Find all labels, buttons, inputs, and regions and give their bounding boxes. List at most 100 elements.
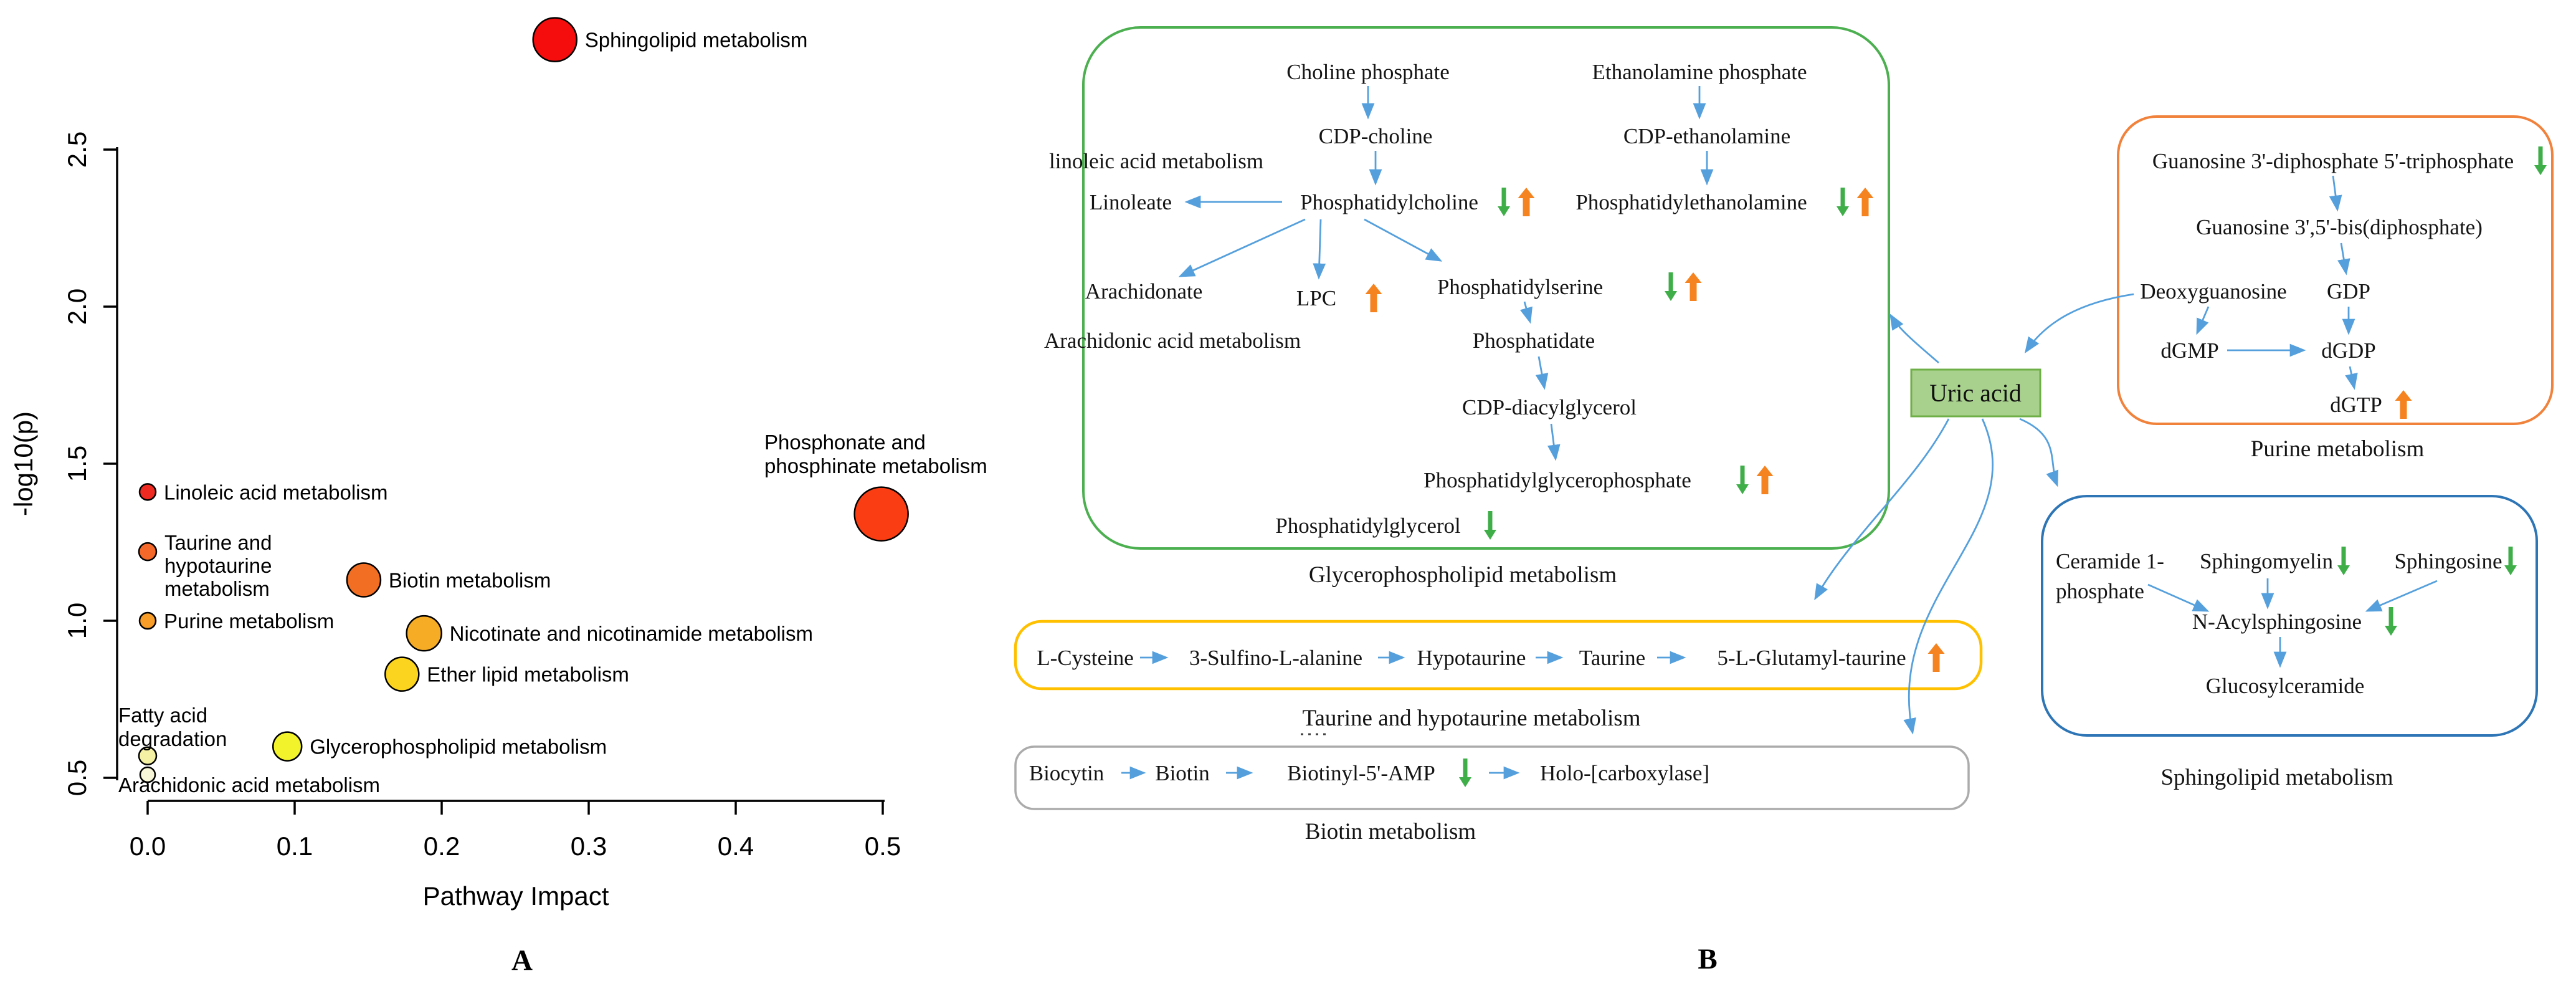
node-hypotaurine: Hypotaurine (1417, 646, 1526, 670)
bubble-glycerophospholipid-metabolism (272, 731, 303, 762)
biotin-box (1014, 745, 1970, 810)
uric-to-glycerophospholipid-arrow (1889, 313, 1939, 364)
node-gdt: Guanosine 3'-diphosphate 5'-triphosphate (2152, 149, 2514, 173)
bubble-label-taurine-and-hypotaurine-metabolism: Taurine and (164, 531, 272, 554)
x-tick-label: 0.0 (130, 831, 166, 861)
y-tick-label: 1.0 (62, 603, 92, 639)
down-regulation-arrow-icon (1837, 188, 1849, 216)
node-cdp_choline: CDP-choline (1319, 124, 1433, 148)
x-tick-label: 0.1 (277, 831, 313, 861)
node-sulfino: 3-Sulfino-L-alanine (1189, 646, 1362, 670)
bubble-label-phosphonate-and-phosphinate-metabolism: Phosphonate and (764, 431, 926, 454)
bubble-label-sphingolipid-metabolism: Sphingolipid metabolism (585, 29, 808, 52)
bubble-arachidonic-acid-metabolism (139, 766, 156, 783)
bubble-phosphonate-and-phosphinate-metabolism (853, 486, 909, 542)
x-axis-title: Pathway Impact (423, 881, 609, 911)
down-regulation-arrow-icon (2385, 607, 2397, 636)
bubble-label-fatty-acid-degradation: Fatty acid (118, 704, 207, 727)
node-linoleate: Linoleate (1090, 190, 1172, 214)
up-regulation-arrow-icon (2395, 390, 2412, 419)
y-tick-label: 0.5 (62, 760, 92, 796)
bubble-linoleic-acid-metabolism (138, 483, 157, 501)
bubble-label-phosphonate-and-phosphinate-metabolism: phosphinate metabolism (764, 454, 987, 477)
panel-b-label: B (1698, 943, 1717, 975)
node-pg: Phosphatidylglycerol (1275, 514, 1461, 538)
down-regulation-arrow-icon (2337, 547, 2350, 575)
node-linoleic_met: linoleic acid metabolism (1049, 149, 1263, 173)
bubble-label-fatty-acid-degradation: degradation (118, 727, 227, 750)
node-choline_phosphate: Choline phosphate (1286, 60, 1450, 84)
uric-acid-label: Uric acid (1929, 379, 2022, 407)
node-l_cysteine: L-Cysteine (1037, 646, 1134, 670)
node-arachidonate: Arachidonate (1085, 279, 1203, 304)
uric-acid-box (1910, 368, 2041, 418)
sphingolipid-caption: Sphingolipid metabolism (2160, 765, 2393, 790)
y-tick-label: 2.0 (62, 289, 92, 325)
node-ceramide: Ceramide 1- (2056, 549, 2164, 573)
node-glutamyl: 5-L-Glutamyl-taurine (1717, 646, 1906, 670)
node-sphingomyelin: Sphingomyelin (2200, 549, 2333, 573)
taurine-caption: Taurine and hypotaurine metabolism (1302, 706, 1640, 731)
uric-to-sphingolipid-arrow (2019, 418, 2059, 487)
down-regulation-arrow-icon (2534, 146, 2547, 175)
node-ceramide: phosphate (2056, 579, 2144, 603)
uric-to-taurine-arrow (1814, 418, 1950, 601)
node-dgmp: dGMP (2160, 338, 2218, 363)
uric-to-biotin-arrow (1903, 418, 1994, 735)
node-arachidonic_met: Arachidonic acid metabolism (1044, 328, 1301, 353)
node-pe: Phosphatidylethanolamine (1576, 190, 1807, 214)
node-dgtp: dGTP (2330, 393, 2382, 417)
bubble-taurine-and-hypotaurine-metabolism (138, 542, 158, 562)
down-regulation-arrow-icon (2504, 547, 2517, 575)
bubble-nicotinate-and-nicotinamide-metabolism (406, 615, 442, 652)
bubble-label-linoleic-acid-metabolism: Linoleic acid metabolism (164, 481, 388, 504)
up-regulation-arrow-icon (1756, 466, 1774, 494)
node-taurine: Taurine (1579, 646, 1645, 670)
biotin-caption: Biotin metabolism (1305, 819, 1476, 845)
x-tick-label: 0.2 (424, 831, 460, 861)
node-gdp: GDP (2327, 279, 2370, 304)
glycerophospholipid-box (1082, 26, 1890, 550)
bubble-purine-metabolism (138, 611, 157, 630)
bubble-sphingolipid-metabolism (532, 17, 577, 62)
bubble-fatty-acid-degradation (138, 746, 158, 765)
bubble-biotin-metabolism (346, 562, 382, 598)
y-tick-label: 1.5 (62, 446, 92, 482)
bubble-label-nicotinate-and-nicotinamide-metabolism: Nicotinate and nicotinamide metabolism (450, 622, 813, 645)
sphingolipid-box (2041, 495, 2538, 737)
node-pc: Phosphatidylcholine (1300, 190, 1478, 214)
bubble-ether-lipid-metabolism (384, 656, 420, 692)
down-regulation-arrow-icon (1736, 466, 1749, 494)
node-lpc: LPC (1296, 286, 1336, 310)
node-pgp: Phosphatidylglycerophosphate (1423, 468, 1691, 492)
bubble-label-taurine-and-hypotaurine-metabolism: hypotaurine (164, 554, 272, 577)
node-biotin: Biotin (1155, 761, 1210, 785)
x-tick-label: 0.5 (865, 831, 901, 861)
down-regulation-arrow-icon (1665, 272, 1677, 301)
x-tick-label: 0.4 (718, 831, 754, 861)
deoxyguanosine-to-uric-arrow (2024, 293, 2134, 354)
node-gbd: Guanosine 3',5'-bis(diphosphate) (2196, 215, 2483, 239)
taurine-box (1014, 620, 1983, 691)
node-glucosylceramide: Glucosylceramide (2206, 674, 2365, 698)
down-regulation-arrow-icon (1484, 511, 1496, 540)
node-deoxyguanosine: Deoxyguanosine (2140, 279, 2286, 304)
up-regulation-arrow-icon (1856, 188, 1874, 216)
node-ps: Phosphatidylserine (1437, 275, 1603, 299)
node-ethanolamine_phosphate: Ethanolamine phosphate (1592, 60, 1807, 84)
y-axis-title: -log10(p) (9, 411, 38, 516)
bubble-label-ether-lipid-metabolism: Ether lipid metabolism (427, 663, 629, 686)
purine-box (2117, 115, 2554, 425)
up-regulation-arrow-icon (1685, 272, 1702, 301)
uric-acid-links (1814, 293, 2134, 735)
bubble-label-purine-metabolism: Purine metabolism (164, 610, 334, 633)
bubble-label-glycerophospholipid-metabolism: Glycerophospholipid metabolism (310, 735, 607, 759)
purine-caption: Purine metabolism (2251, 436, 2425, 462)
y-tick-label: 2.5 (62, 132, 92, 168)
node-sphingosine: Sphingosine (2394, 549, 2502, 573)
down-regulation-arrow-icon (1459, 759, 1471, 787)
node-holo: Holo-[carboxylase] (1540, 761, 1709, 785)
pathway-diagram-nodes: Choline phosphate Ethanolamine phosphateC… (1029, 60, 2547, 787)
